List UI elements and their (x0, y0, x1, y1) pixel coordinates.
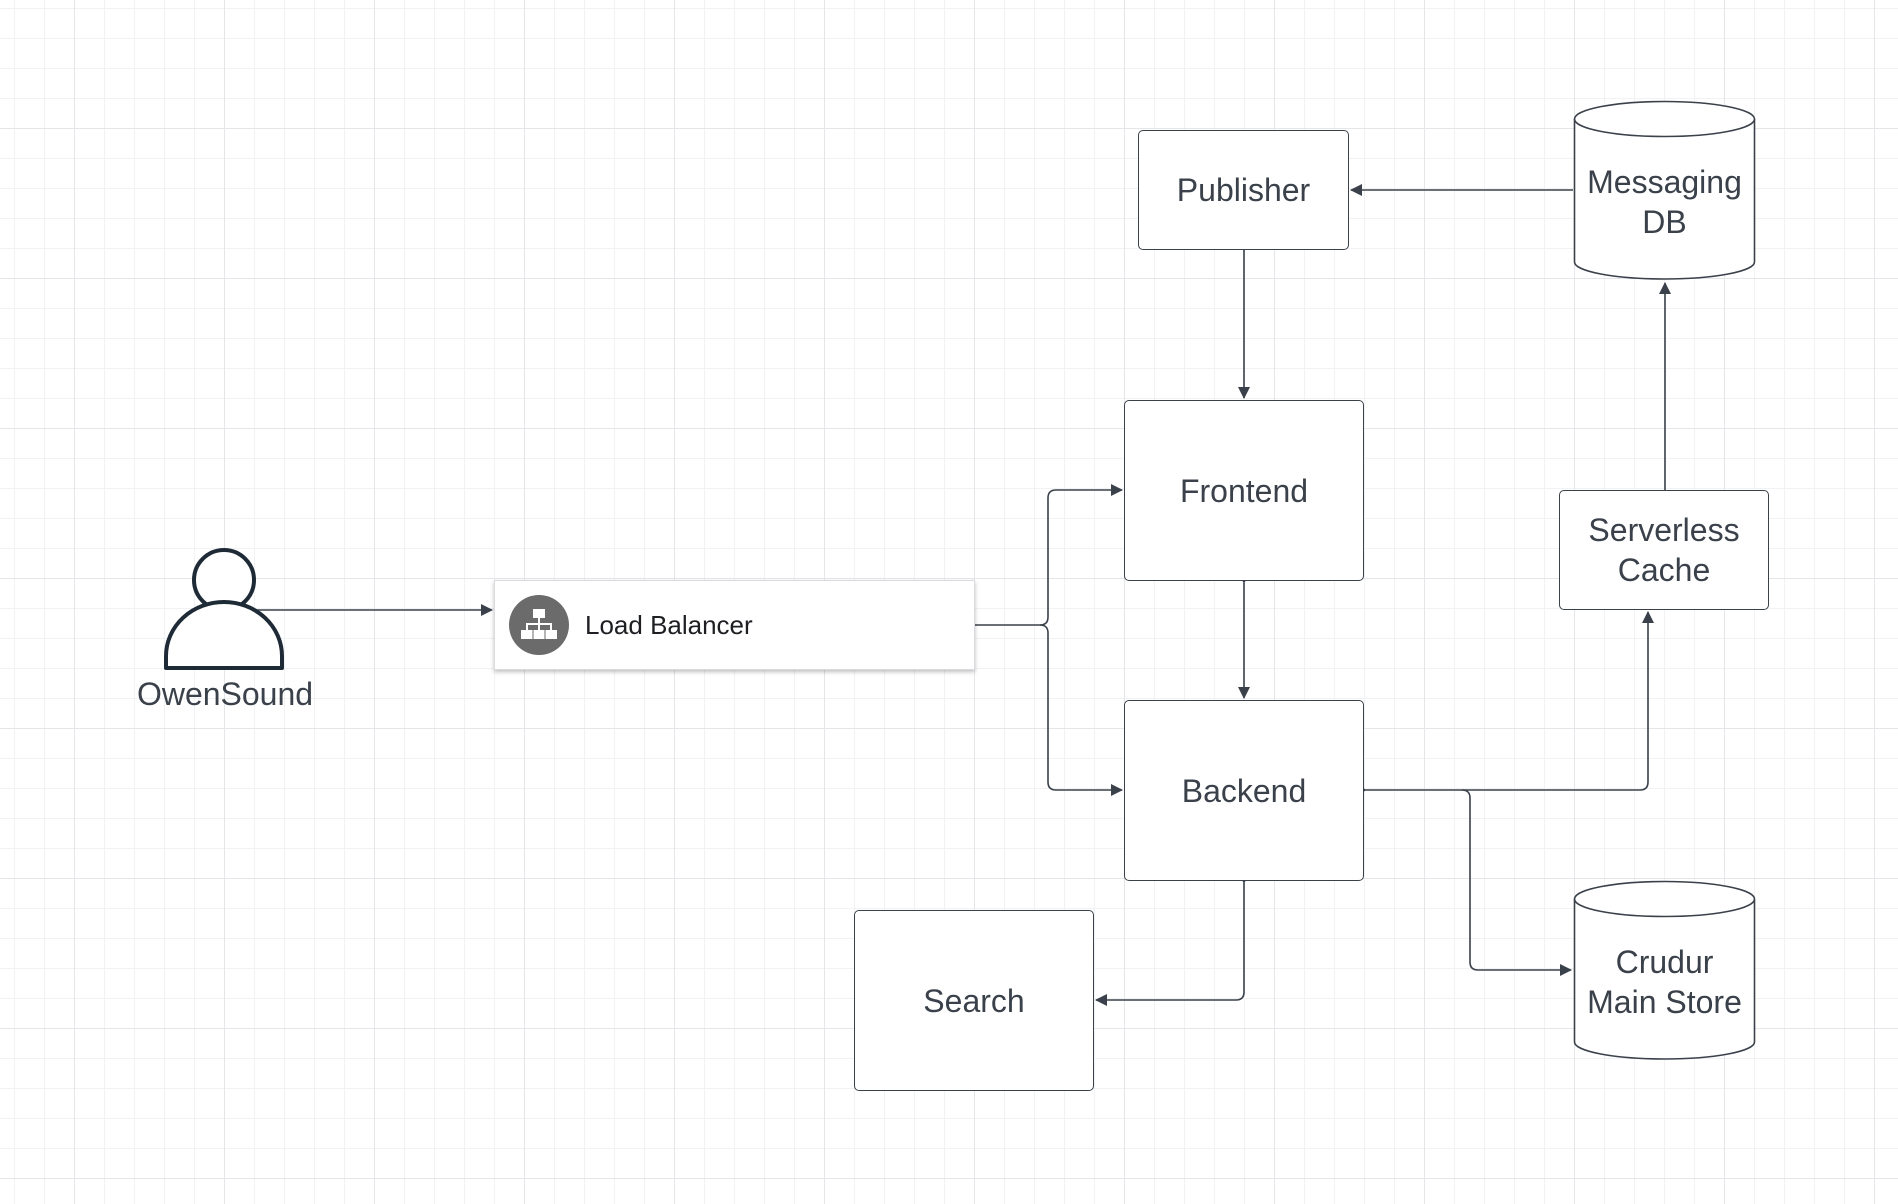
serverless-cache-label-line1: Serverless (1588, 512, 1740, 548)
backend-label: Backend (1181, 772, 1307, 809)
database-cylinder-icon (1573, 100, 1756, 280)
frontend-label: Frontend (1179, 472, 1309, 509)
edge-backend-to-crudur-main-store[interactable] (1461, 789, 1572, 976)
load-balancer-icon (509, 595, 569, 655)
crudur-main-store-label-line1: Crudur (1615, 943, 1714, 980)
edge-backend-search[interactable] (1095, 872, 1250, 1006)
load-balancer-label: Load Balancer (585, 609, 753, 640)
publisher-node[interactable]: Publisher (1138, 130, 1349, 250)
backend-node[interactable]: Backend (1124, 700, 1364, 881)
publisher-label: Publisher (1176, 172, 1311, 208)
messaging-db-label-line2: DB (1642, 203, 1687, 240)
search-label: Search (923, 982, 1025, 1019)
crudur-main-store-label-line2: Main Store (1587, 983, 1742, 1020)
user-icon (164, 548, 284, 670)
serverless-cache-node[interactable]: Serverless Cache (1559, 490, 1769, 610)
load-balancer-node[interactable]: Load Balancer (494, 580, 975, 670)
actor-owensound[interactable]: OwenSound (120, 548, 330, 718)
actor-label: OwenSound (136, 676, 314, 712)
crudur-main-store-node[interactable]: Crudur Main Store (1573, 880, 1756, 1061)
messaging-db-label-line1: Messaging (1587, 163, 1742, 200)
messaging-db-node[interactable]: Messaging DB (1573, 100, 1756, 281)
database-cylinder-icon (1573, 880, 1756, 1060)
edge-load-balancer-to-frontend[interactable] (974, 484, 1123, 626)
serverless-cache-label-line2: Cache (1617, 552, 1711, 588)
search-node[interactable]: Search (854, 910, 1094, 1091)
edge-backend-serverless-cache[interactable] (1355, 611, 1654, 796)
edge-load-balancer-to-backend[interactable] (1039, 624, 1123, 796)
frontend-node[interactable]: Frontend (1124, 400, 1364, 581)
